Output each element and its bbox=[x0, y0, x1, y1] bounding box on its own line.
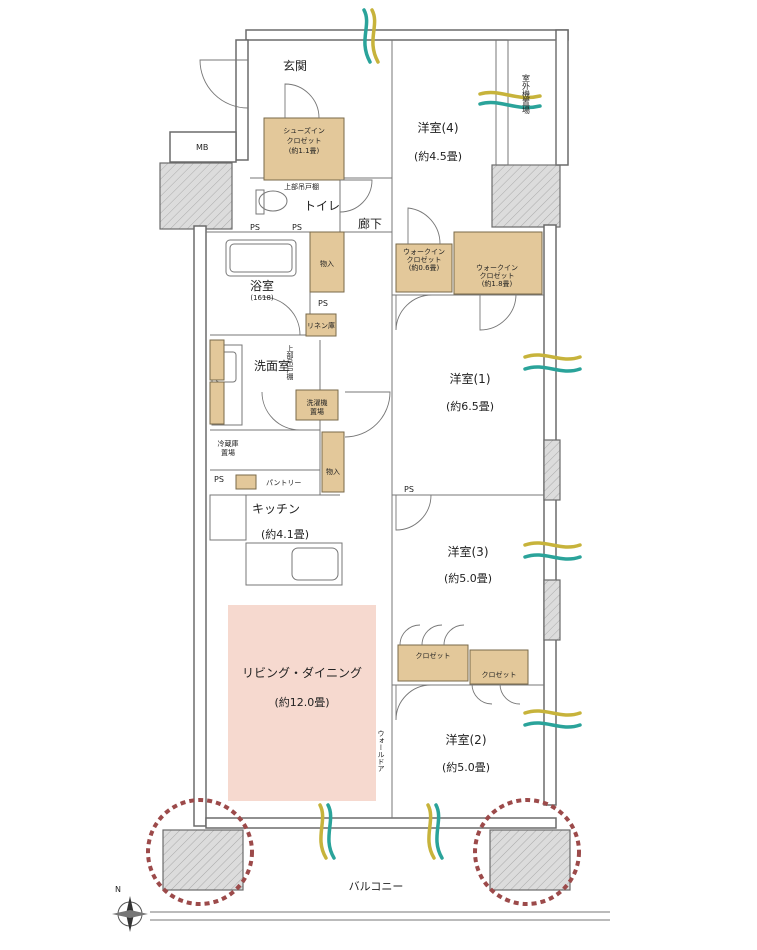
closet-a-label: クロゼット bbox=[416, 651, 451, 660]
entrance-label: 玄関 bbox=[283, 58, 307, 73]
interior-walls bbox=[206, 40, 544, 818]
outdoor-unit-label: 室外機置場 bbox=[522, 73, 531, 115]
wic1-line2: クロゼット bbox=[407, 255, 442, 264]
wind-arrows bbox=[318, 8, 582, 860]
linen-label: リネン庫 bbox=[307, 321, 335, 330]
western3-area: (約5.0畳) bbox=[444, 571, 492, 585]
western4-area: (約4.5畳) bbox=[414, 149, 462, 163]
ps-label-3: PS bbox=[318, 299, 328, 308]
western4-name: 洋室(4) bbox=[418, 120, 459, 135]
wall-door-label: ウォールドア bbox=[377, 730, 385, 772]
north-label: N bbox=[115, 885, 121, 894]
living-highlight bbox=[228, 605, 376, 801]
fridge-line1: 冷蔵庫 bbox=[218, 439, 239, 448]
wic1-line1: ウォークイン bbox=[403, 248, 445, 256]
western1-area: (約6.5畳) bbox=[446, 399, 494, 413]
shoes-closet-line3: (約1.1畳) bbox=[289, 146, 320, 155]
western2-name: 洋室(2) bbox=[446, 732, 487, 747]
ps-label-1: PS bbox=[250, 223, 260, 232]
fridge-line2: 置場 bbox=[221, 448, 235, 457]
compass-icon: N bbox=[112, 885, 148, 932]
toilet-label: トイレ bbox=[304, 199, 340, 213]
wic2-line3: (約1.8畳) bbox=[482, 279, 513, 288]
wic1-line3: (約0.6畳) bbox=[409, 263, 440, 272]
ps-label-5: PS bbox=[404, 485, 414, 494]
western3-name: 洋室(3) bbox=[448, 544, 489, 559]
upper-cabinet-label: 上部吊戸棚 bbox=[284, 182, 319, 191]
wic2-line2: クロゼット bbox=[480, 271, 515, 280]
balcony-label: バルコニー bbox=[349, 880, 404, 893]
washer-line2: 置場 bbox=[310, 407, 324, 416]
closets bbox=[209, 117, 543, 685]
washroom-label: 洗面室 bbox=[254, 358, 290, 373]
shoes-closet-line1: シューズイン bbox=[283, 126, 325, 135]
upper-cabinet2-label: 上部吊戸棚 bbox=[286, 344, 294, 381]
pantry-label: パントリー bbox=[266, 479, 301, 487]
highlight-circle-right bbox=[473, 798, 581, 906]
living-name: リビング・ダイニング bbox=[242, 665, 362, 680]
ps-label-2: PS bbox=[292, 223, 302, 232]
shoes-closet-line2: クロゼット bbox=[287, 136, 322, 145]
wic2-line1: ウォークイン bbox=[476, 264, 518, 272]
western1-name: 洋室(1) bbox=[450, 371, 491, 386]
western2-area: (約5.0畳) bbox=[442, 760, 490, 774]
bath-size: (1618) bbox=[250, 294, 274, 302]
highlight-circle-left bbox=[146, 798, 254, 906]
bath-name: 浴室 bbox=[250, 278, 274, 293]
corridor-label: 廊下 bbox=[358, 216, 382, 231]
doors bbox=[199, 59, 521, 721]
ps-label-4: PS bbox=[214, 475, 224, 484]
washer-line1: 洗濯機 bbox=[307, 398, 328, 407]
storage1-label: 物入 bbox=[320, 259, 334, 268]
mb-label: MB bbox=[196, 143, 208, 152]
closet-b-label: クロゼット bbox=[482, 670, 517, 679]
kitchen-name: キッチン bbox=[252, 502, 300, 516]
kitchen-area: (約4.1畳) bbox=[261, 527, 309, 541]
living-area: (約12.0畳) bbox=[274, 695, 329, 709]
storage2-label: 物入 bbox=[326, 467, 340, 476]
